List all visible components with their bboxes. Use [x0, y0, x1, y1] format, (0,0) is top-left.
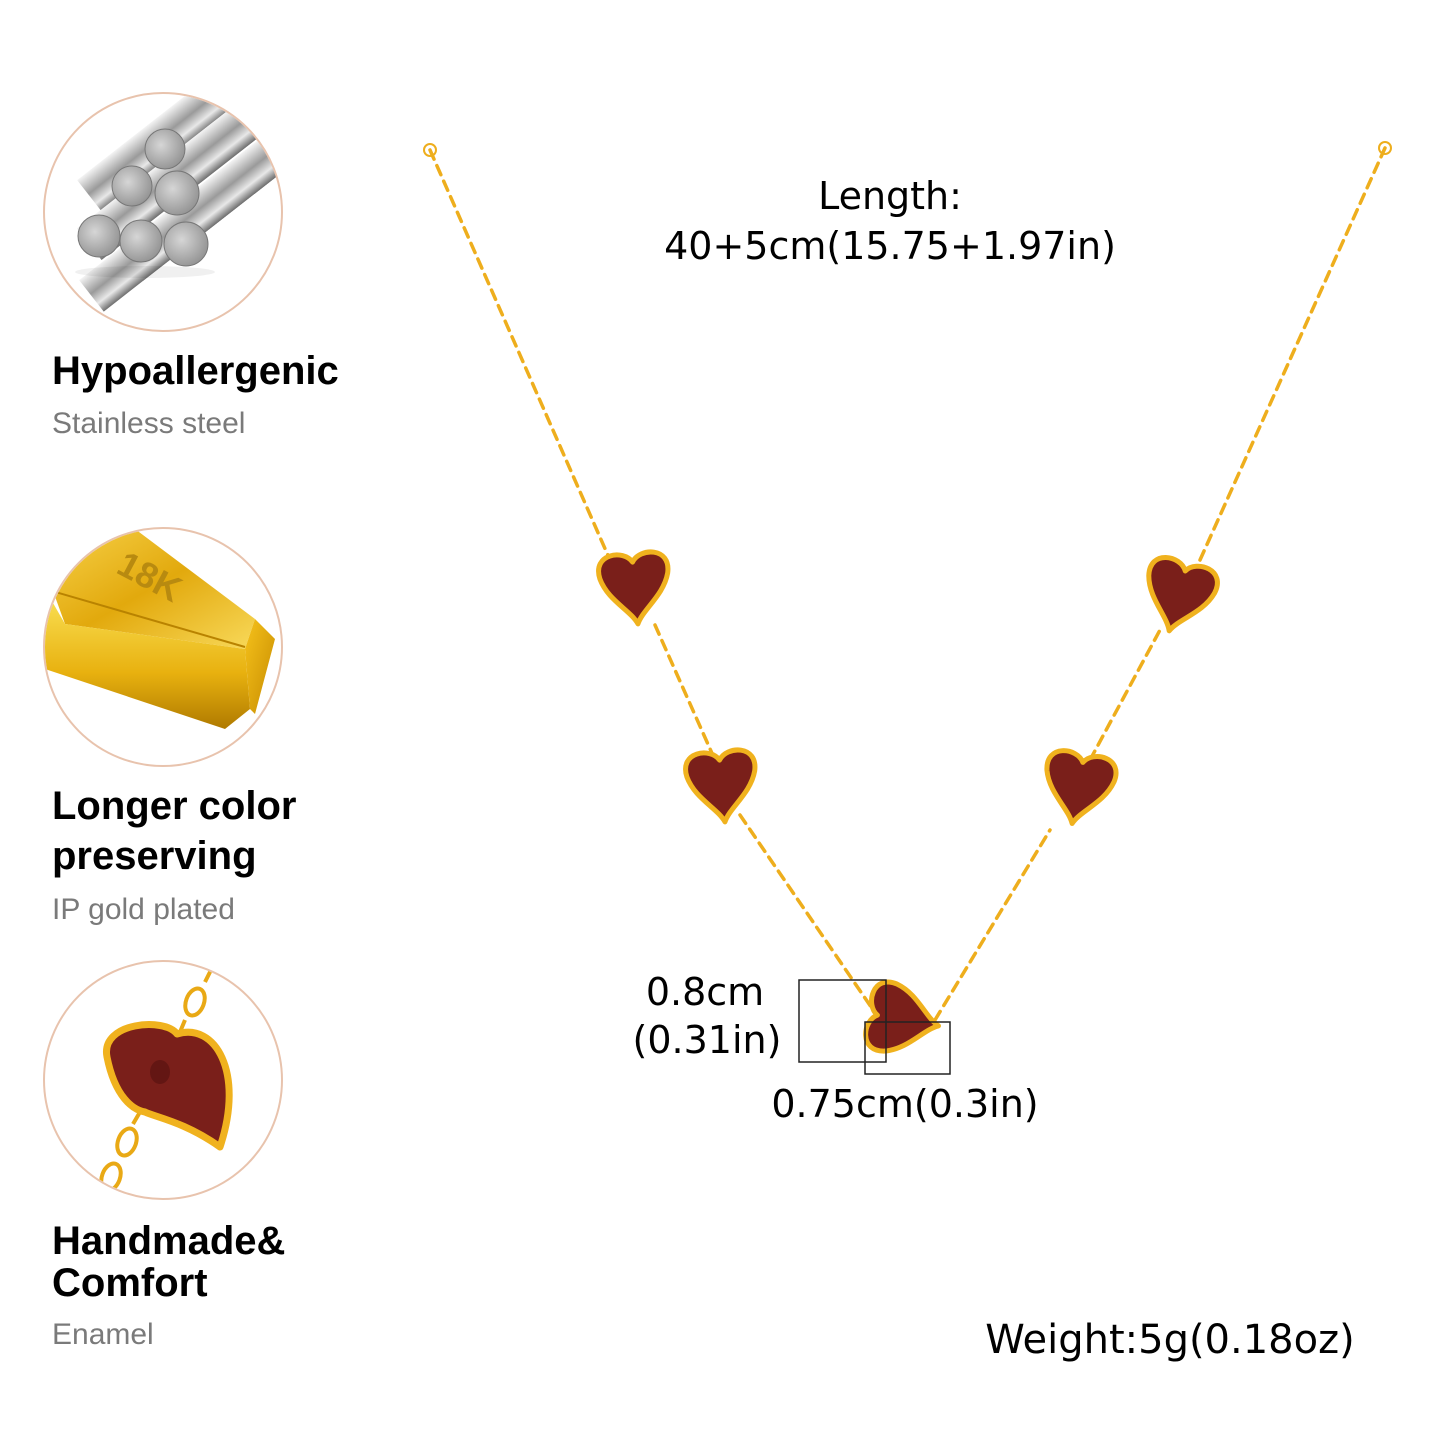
enamel-heart-circle	[43, 960, 283, 1200]
heart-charm-3	[863, 979, 945, 1060]
chain-left-lower	[738, 813, 882, 1022]
width-measure-box	[864, 1021, 951, 1075]
feature-title-handmade-line1: Handmade&	[52, 1219, 286, 1263]
weight-spec: Weight:5g(0.18oz)	[985, 1317, 1355, 1363]
feature-subtitle-stainless-steel: Stainless steel	[52, 407, 246, 440]
feature-title-handmade-line2: Comfort	[52, 1261, 208, 1305]
chain-left-upper	[428, 148, 612, 562]
feature-title-hypoallergenic: Hypoallergenic	[52, 349, 339, 393]
length-label: Length:	[818, 174, 962, 218]
chain-right-mid	[1088, 628, 1162, 762]
feature-title-longer-color-line2: preserving	[52, 834, 257, 878]
enamel-heart-icon	[99, 962, 233, 1193]
chain-bottom	[933, 828, 1052, 1022]
gold-bar-circle: 18K	[43, 527, 283, 767]
charm-width: 0.75cm(0.3in)	[771, 1082, 1039, 1126]
gold-bar-icon: 18K	[45, 529, 275, 729]
steel-rods-circle	[43, 92, 283, 332]
height-measure-box	[798, 979, 887, 1063]
heart-charm-1	[597, 551, 672, 627]
charm-height-cm: 0.8cm	[645, 970, 765, 1014]
heart-charm-2	[684, 749, 759, 825]
chain-left-mid	[653, 623, 717, 762]
steel-rods-icon	[75, 94, 281, 312]
charm-height-in: (0.31in)	[632, 1018, 782, 1062]
heart-charm-4	[1038, 748, 1119, 830]
feature-subtitle-enamel: Enamel	[52, 1318, 154, 1351]
feature-subtitle-ip-gold-plated: IP gold plated	[52, 893, 235, 926]
chain-right-upper	[1198, 146, 1387, 562]
length-value: 40+5cm(15.75+1.97in)	[664, 224, 1116, 268]
heart-charm-5	[1136, 554, 1221, 640]
feature-title-longer-color-line1: Longer color	[52, 784, 297, 828]
